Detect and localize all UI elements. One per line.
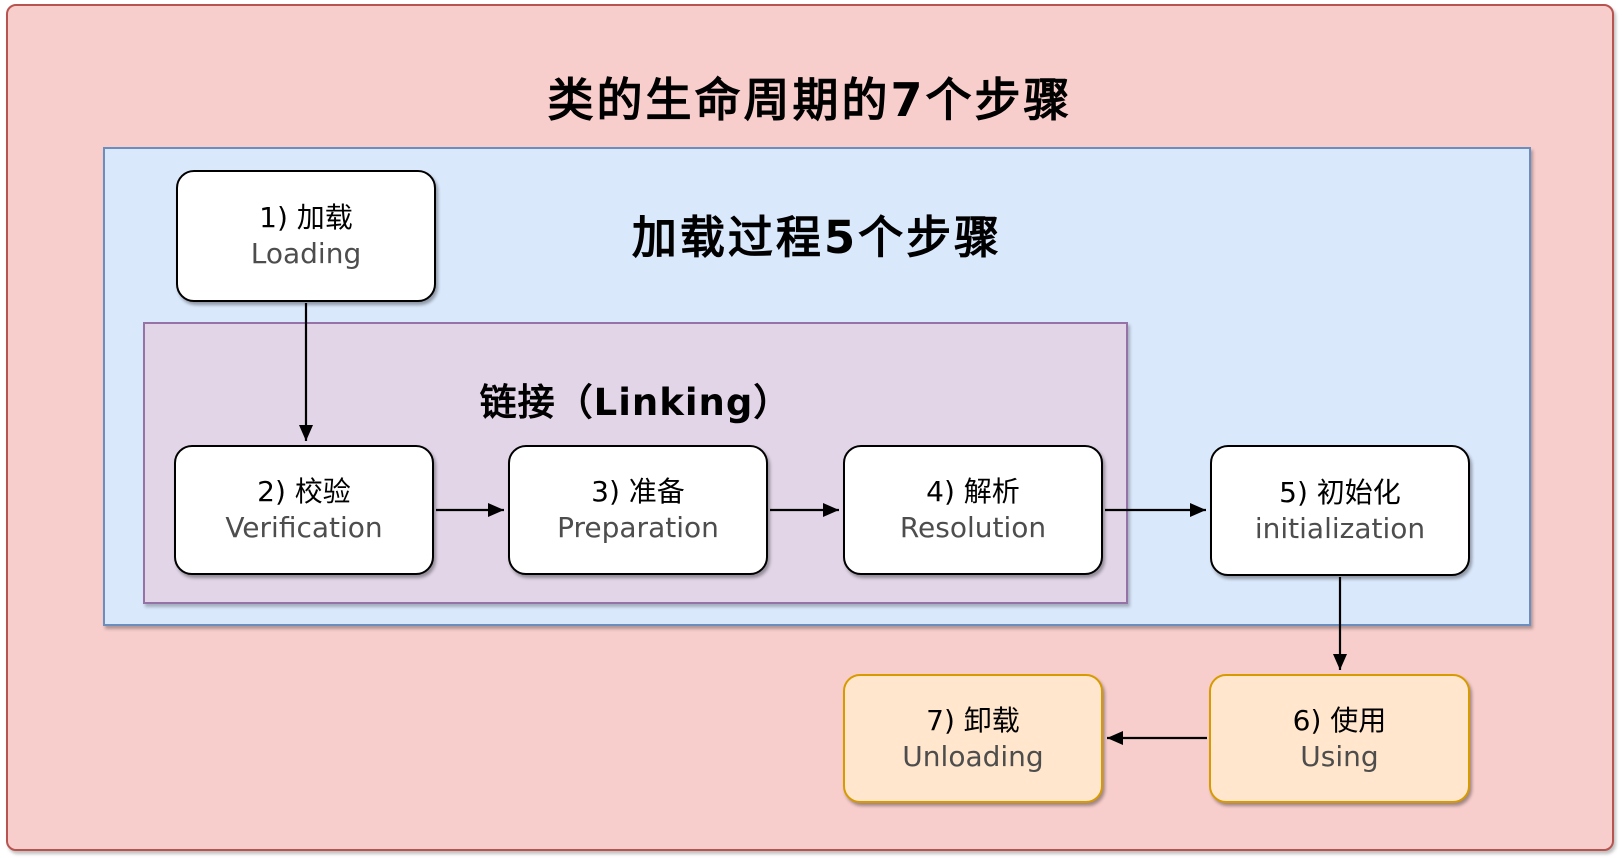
node-loading-label-en: Loading bbox=[250, 237, 362, 270]
node-preparation-label-en: Preparation bbox=[557, 511, 719, 544]
node-preparation: 3) 准备 Preparation bbox=[508, 445, 768, 575]
node-using-label-zh: 6) 使用 bbox=[1292, 703, 1387, 737]
diagram-title: 类的生命周期的7个步骤 bbox=[547, 73, 1073, 127]
node-initialization-label-zh: 5) 初始化 bbox=[1279, 475, 1401, 509]
node-loading-label-zh: 1) 加载 bbox=[259, 201, 353, 234]
node-resolution: 4) 解析 Resolution bbox=[843, 445, 1103, 575]
node-loading: 1) 加载 Loading bbox=[176, 170, 436, 302]
node-using: 6) 使用 Using bbox=[1209, 674, 1470, 803]
node-verification: 2) 校验 Verification bbox=[174, 445, 434, 575]
node-resolution-label-en: Resolution bbox=[899, 511, 1047, 544]
node-verification-label-zh: 2) 校验 bbox=[257, 475, 351, 508]
node-using-label-en: Using bbox=[1300, 739, 1379, 773]
node-initialization: 5) 初始化 initialization bbox=[1210, 445, 1470, 576]
node-verification-label-en: Verification bbox=[225, 511, 383, 544]
linking-label: 链接（Linking） bbox=[479, 381, 792, 424]
node-preparation-label-zh: 3) 准备 bbox=[591, 475, 685, 508]
node-resolution-label-zh: 4) 解析 bbox=[926, 475, 1020, 508]
loading-process-label: 加载过程5个步骤 bbox=[631, 211, 1003, 264]
node-unloading: 7) 卸载 Unloading bbox=[843, 674, 1103, 803]
node-initialization-label-en: initialization bbox=[1254, 511, 1426, 545]
node-unloading-label-en: Unloading bbox=[902, 739, 1044, 773]
node-unloading-label-zh: 7) 卸载 bbox=[926, 703, 1020, 737]
